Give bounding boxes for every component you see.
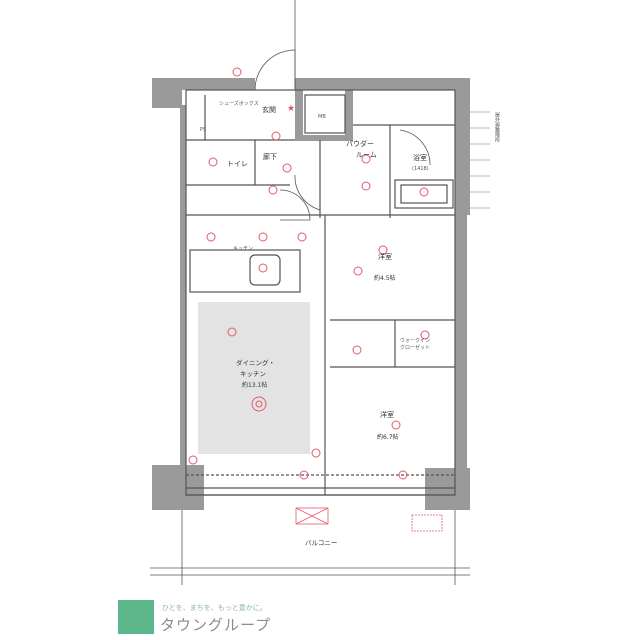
partitions xyxy=(185,89,456,496)
label-toilet: トイレ xyxy=(227,160,248,168)
label-dining-kitchen: ダイニング・ xyxy=(236,358,275,367)
label-powder-room: パウダー xyxy=(346,139,374,148)
logo-name: タウングループ xyxy=(160,616,272,634)
label-outdoor-stairs: 屋外避難階段 xyxy=(494,112,500,143)
label-walk-in-closet-2: クローゼット xyxy=(400,344,430,351)
balcony xyxy=(150,507,470,585)
logo-icon xyxy=(118,600,154,634)
label-bathroom-size: (1418) xyxy=(412,166,429,172)
label-walk-in-closet: ウォークイン xyxy=(400,337,430,344)
label-bathroom: 浴室 xyxy=(413,153,427,162)
star-marker: ★ xyxy=(287,104,295,114)
label-kitchen: キッチン xyxy=(233,246,253,252)
label-western-room-2: 洋室 xyxy=(380,410,394,419)
logo-tagline: ひとを、まちを、もっと豊かに。 xyxy=(162,604,267,612)
dining-kitchen-floor xyxy=(198,302,310,454)
label-western-room-2-size: 約6.7帖 xyxy=(377,433,399,441)
walls xyxy=(152,78,470,510)
label-shoe-box: シューズボックス xyxy=(219,100,259,107)
label-western-room-1-size: 約4.5帖 xyxy=(374,274,396,282)
label-mb: MB xyxy=(318,114,326,120)
label-ps: PS xyxy=(200,127,206,133)
label-western-room-1: 洋室 xyxy=(378,252,392,261)
door-swings xyxy=(254,0,431,221)
outdoor-stairs xyxy=(470,111,490,209)
label-dining-kitchen-2: キッチン xyxy=(240,370,266,378)
electrical-markers xyxy=(188,67,430,480)
label-dining-kitchen-size: 約13.1帖 xyxy=(242,381,267,389)
label-balcony: バルコニー xyxy=(305,539,337,547)
label-powder-room-2: ルーム xyxy=(356,151,377,159)
label-entrance: 玄関 xyxy=(262,105,276,114)
label-hallway: 廊下 xyxy=(263,152,277,161)
